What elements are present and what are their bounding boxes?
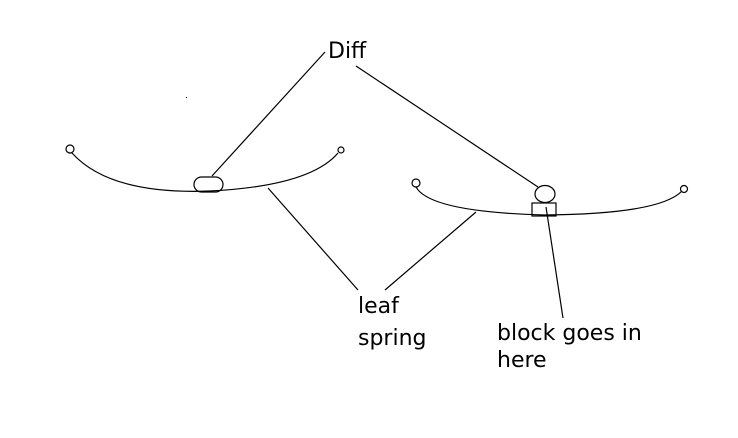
block (531, 202, 557, 217)
stray-dot (186, 97, 187, 98)
block-label-line1: block goes in (497, 321, 642, 346)
leaf-spring-label-line2: spring (358, 326, 427, 351)
diff-label: Diff (328, 39, 367, 64)
right-leaf-spring (411, 178, 689, 217)
block-label-line2: here (497, 348, 547, 373)
leaf-spring-label-line1: leaf (358, 294, 400, 319)
right-diff-housing (534, 184, 556, 204)
left-diff-capsule (193, 176, 224, 193)
left-leaf-spring (65, 144, 345, 193)
leader-lines (211, 51, 564, 319)
